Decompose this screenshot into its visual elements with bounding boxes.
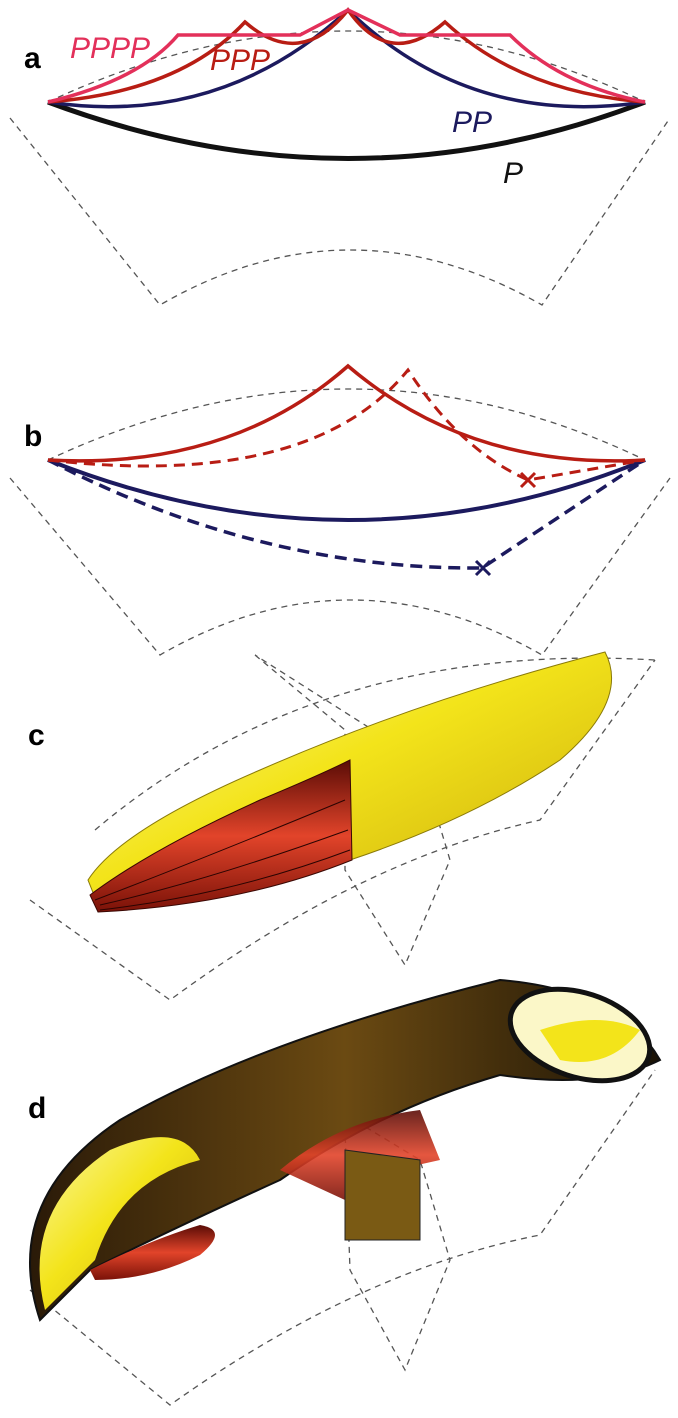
panel-b-p-ray <box>48 460 645 520</box>
panel-a-shell-outline <box>10 118 670 305</box>
ppp-label: PPP <box>210 44 270 77</box>
panel-b: b <box>10 366 670 655</box>
panel-b-pp-cross <box>521 473 535 487</box>
pppp-label: PPPP <box>70 32 150 65</box>
panel-d-block-face <box>345 1150 420 1240</box>
panel-c-letter: c <box>28 719 45 752</box>
panel-a: a PPPP PPP PP P <box>10 10 670 305</box>
panel-a-p-ray <box>48 102 645 159</box>
panel-b-letter: b <box>24 420 42 453</box>
panel-b-shell-outline <box>10 478 670 655</box>
panel-b-pp-ray-dashed <box>48 370 645 480</box>
p-label: P <box>503 157 523 190</box>
panel-d: d <box>28 973 661 1405</box>
panel-b-pp-ray <box>48 366 645 461</box>
panel-b-outer-shell <box>48 389 645 460</box>
panel-d-letter: d <box>28 1092 46 1125</box>
panel-a-letter: a <box>24 42 41 75</box>
pp-label: PP <box>452 106 492 139</box>
panel-c: c <box>28 652 655 1000</box>
